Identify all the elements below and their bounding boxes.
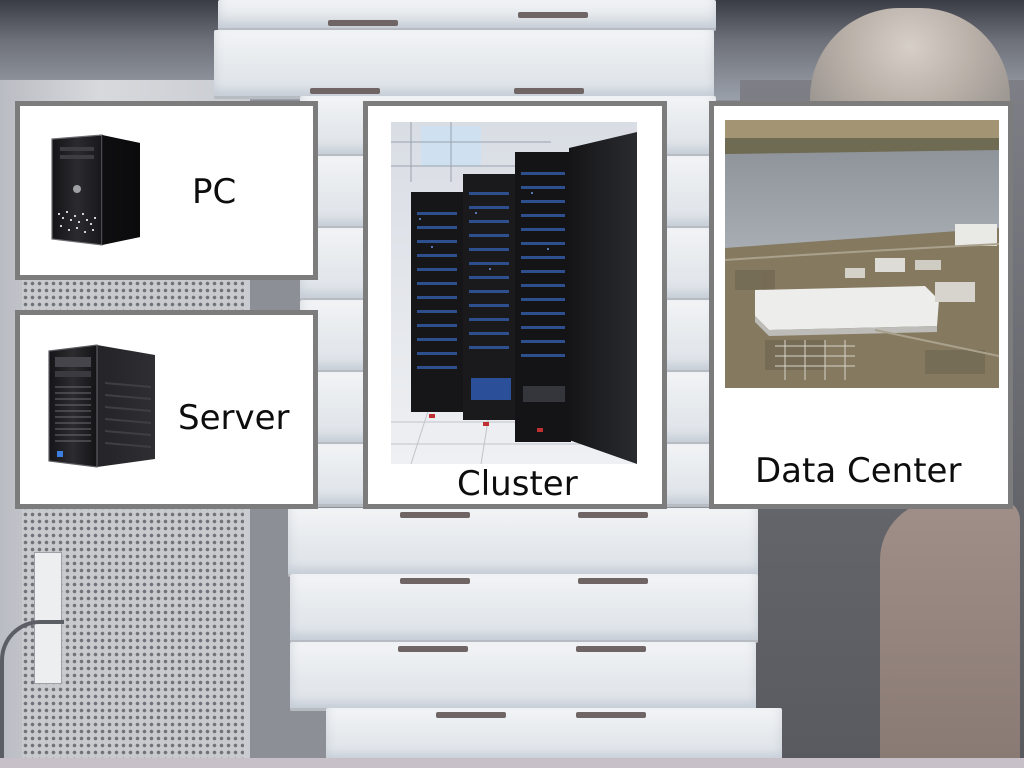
pizza-box <box>218 0 716 31</box>
desktop-pc-icon <box>48 133 142 248</box>
data-center-aerial-image <box>725 120 999 388</box>
card-pc: PC <box>15 101 318 280</box>
background-floor <box>0 758 1024 768</box>
background-cable <box>0 620 64 768</box>
pizza-box <box>214 30 714 99</box>
card-data-center: Data Center <box>709 101 1013 509</box>
server-rack-cluster-image <box>391 122 637 464</box>
card-server: Server <box>15 310 318 509</box>
card-pc-label: PC <box>192 172 237 212</box>
background-port-panel <box>34 552 62 684</box>
card-cluster-label: Cluster <box>457 464 578 504</box>
server-tower-icon <box>45 343 157 469</box>
card-data-center-label: Data Center <box>755 451 962 491</box>
card-cluster: Cluster <box>363 101 667 509</box>
card-server-label: Server <box>178 398 290 438</box>
background-person-arm <box>880 500 1020 760</box>
pizza-box <box>288 508 758 577</box>
pizza-box <box>326 708 782 763</box>
pizza-box <box>290 642 756 711</box>
pizza-box <box>290 574 758 643</box>
